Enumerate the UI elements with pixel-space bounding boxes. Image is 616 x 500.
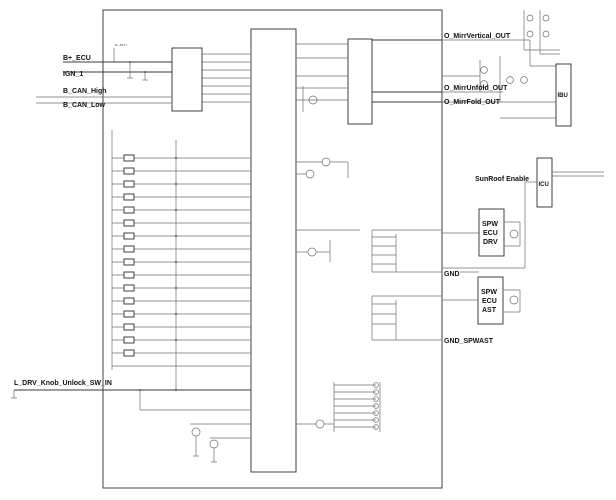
- output-mirror-vertical: O_MirrVertical_OUT: [444, 33, 511, 40]
- output-driver-block: [347, 38, 373, 125]
- ladder-taps: [175, 157, 177, 341]
- icu-label: ICU: [539, 182, 549, 188]
- input-interface-block: [171, 47, 203, 112]
- gnd-spwast-label: GND_SPWAST: [444, 338, 494, 345]
- output-driver-wiring: [296, 39, 442, 103]
- switch-input-ladder: [111, 130, 251, 370]
- ibu-module: [555, 63, 572, 127]
- spw-drv-wiring: [371, 221, 521, 273]
- icu-wiring: [442, 171, 604, 269]
- signal-bcan-high: B_CAN_High: [63, 88, 107, 95]
- output-mirror-fold: O_MirrFold_OUT: [444, 99, 501, 106]
- spw-drv-line2: ECU: [483, 230, 498, 237]
- gnd-label: GND: [444, 271, 460, 278]
- ladder-resistors: [123, 154, 135, 357]
- ibu-wiring: [442, 10, 560, 119]
- driver-transistors: [296, 86, 360, 429]
- spw-ecu-drv-module: [478, 208, 505, 257]
- output-mirror-unfold: O_MirrUnfold_OUT: [444, 85, 508, 92]
- controller-ic: [250, 28, 297, 473]
- spw-ast-wiring: [371, 289, 521, 341]
- icu-module: [536, 157, 553, 208]
- spw-ast-line1: SPW: [481, 289, 497, 296]
- spw-drv-line3: DRV: [483, 239, 498, 246]
- signal-drv-knob-unlock: L_DRV_Knob_Unlock_SW_IN: [14, 380, 112, 387]
- spw-ecu-ast-module: [477, 276, 504, 325]
- sunroof-enable-label: SunRoof Enable: [475, 176, 529, 183]
- knob-switch-circuit: [11, 370, 251, 463]
- signal-bcan-low: B_CAN_Low: [63, 102, 106, 109]
- interface-bus: [202, 53, 251, 103]
- spw-drv-line1: SPW: [482, 221, 498, 228]
- spw-ast-line3: AST: [482, 307, 497, 314]
- svg-text:B+ BATT: B+ BATT: [115, 43, 127, 47]
- status-output-array: [333, 382, 381, 432]
- signal-b-ecu: B+_ECU: [63, 55, 91, 62]
- ladder-rungs: [112, 157, 251, 367]
- signal-ign1: IGN_1: [63, 71, 83, 78]
- ibu-label: IBU: [558, 93, 568, 99]
- input-wiring: B+ BATT: [36, 43, 172, 104]
- spw-ast-line2: ECU: [482, 298, 497, 305]
